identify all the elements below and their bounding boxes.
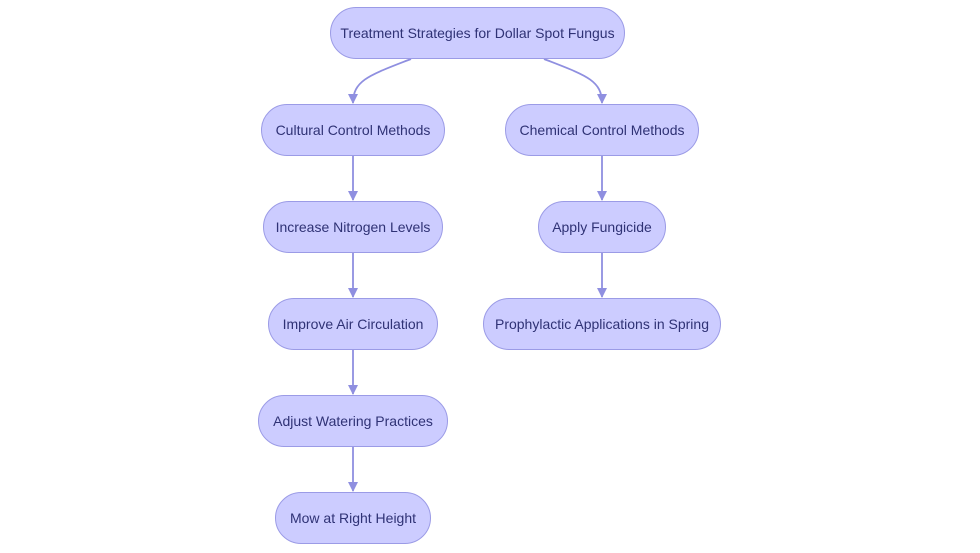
cultural-methods-node: Cultural Control Methods: [261, 104, 445, 156]
chemical-step-node: Prophylactic Applications in Spring: [483, 298, 721, 350]
root-node: Treatment Strategies for Dollar Spot Fun…: [330, 7, 625, 59]
chemical-methods-node: Chemical Control Methods: [505, 104, 699, 156]
cultural-step-node: Improve Air Circulation: [268, 298, 438, 350]
cultural-step-node: Mow at Right Height: [275, 492, 431, 544]
edge-root-to-chemical: [543, 58, 607, 104]
cultural-step-node: Increase Nitrogen Levels: [263, 201, 443, 253]
chemical-step-node: Apply Fungicide: [538, 201, 666, 253]
edge-root-to-cultural: [348, 58, 412, 104]
cultural-step-node: Adjust Watering Practices: [258, 395, 448, 447]
